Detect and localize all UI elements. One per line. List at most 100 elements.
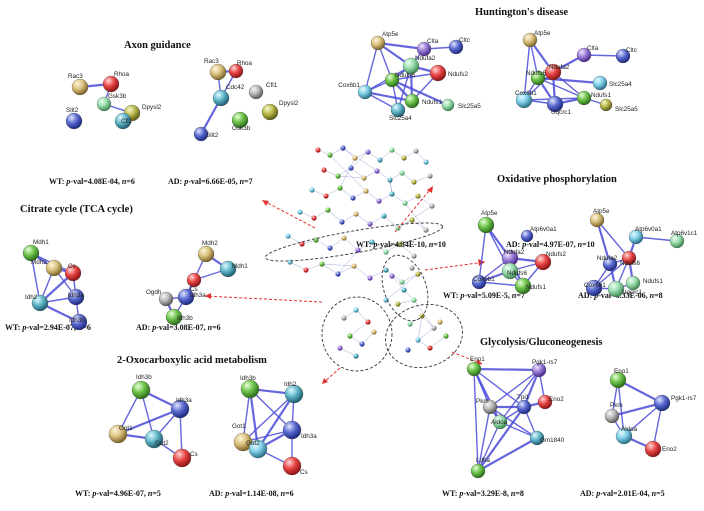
gene-node-cox6b1[interactable]: Cox6b1 [584,279,606,297]
gene-node-ndufs6[interactable]: Ndufs6 [384,72,415,88]
gene-node-rhoa[interactable]: Rhoa [102,71,130,93]
gene-node-eno2[interactable]: Eno2 [537,394,564,410]
gene-sphere-slc25a4[interactable] [390,102,406,118]
gene-sphere-gsk3b[interactable] [231,111,249,129]
gene-sphere-idh2[interactable] [284,384,304,404]
gene-sphere-cs[interactable] [186,272,202,288]
gene-sphere-ndufs6[interactable] [621,250,637,266]
gene-sphere-ndufa2[interactable] [602,256,618,272]
gene-sphere-slc25a5[interactable] [599,98,613,112]
gene-sphere-rhoa[interactable] [102,75,120,93]
gene-node-idh3a[interactable]: Idh3a [282,420,317,440]
gene-node-got2[interactable]: Got2 [144,429,169,449]
gene-sphere-cox6b1[interactable] [515,91,533,109]
gene-node-gm1840[interactable]: Gm1840 [529,430,565,446]
gene-sphere-pkm[interactable] [482,399,498,415]
gene-sphere-rac3[interactable] [209,63,227,81]
gene-sphere-gm1840[interactable] [529,430,545,446]
gene-node-gsk3b[interactable]: Gsk3b [231,111,251,132]
gene-sphere-ndufs2[interactable] [429,64,447,82]
gene-sphere-mdh1[interactable] [219,260,237,278]
gene-node-idh2[interactable]: Idh2 [25,294,49,312]
gene-sphere-ndufs1[interactable] [514,277,532,295]
gene-node-cox6b1[interactable]: Cox6b1 [338,82,373,100]
gene-sphere-eno1[interactable] [466,361,482,377]
gene-node-got1[interactable]: Got1 [232,423,253,452]
gene-node-ogdh[interactable]: Ogdh [146,289,174,307]
gene-node-atp5e[interactable]: Atp5e [589,208,610,228]
gene-node-ndufs2[interactable]: Ndufs2 [429,64,468,82]
gene-sphere-idh3a[interactable] [67,288,85,306]
gene-sphere-got2[interactable] [248,439,268,459]
gene-node-idh3a[interactable]: Idh3a [170,397,192,419]
gene-node-cltc[interactable]: Cltc [448,37,470,55]
gene-sphere-eno2[interactable] [644,440,662,458]
gene-sphere-atp5e[interactable] [370,35,386,51]
gene-node-ndufs1[interactable]: Ndufs1 [625,275,663,291]
gene-node-rac3[interactable]: Rac3 [204,58,227,81]
gene-node-dpysl2[interactable]: Dpysl2 [261,100,299,121]
gene-node-slit2[interactable]: Slit2 [193,126,219,142]
gene-sphere-ogdh[interactable] [158,291,174,307]
gene-node-slit2[interactable]: Slit2 [65,107,83,130]
gene-sphere-ndufs6[interactable] [501,262,519,280]
gene-sphere-cox6b1[interactable] [471,274,487,290]
gene-node-ndufs2[interactable]: Ndufs2 [534,251,566,271]
gene-sphere-cltc[interactable] [615,48,631,64]
gene-node-idh3a[interactable]: Idh3a [177,288,206,306]
gene-node-idh2[interactable]: Idh2 [284,381,304,404]
gene-node-slc25a5[interactable]: Slc25a5 [599,98,638,113]
gene-node-idh3b[interactable]: Idh3b [131,374,152,400]
gene-sphere-slc25a5[interactable] [441,98,455,112]
gene-node-pkm[interactable]: Pkm [604,402,623,424]
gene-node-ndufs1[interactable]: Ndufs1 [404,93,442,109]
gene-node-uqcrc1[interactable]: Uqcrc1 [546,95,571,116]
gene-node-atp6v1c1[interactable]: Atp6v1c1 [669,230,698,249]
gene-sphere-mdh1[interactable] [22,244,40,262]
gene-sphere-dpysl2[interactable] [261,103,279,121]
gene-node-ndufa2[interactable]: Ndufa2 [544,63,570,81]
gene-sphere-ndufa2[interactable] [544,63,562,81]
gene-sphere-ndufs1[interactable] [576,90,592,106]
gene-sphere-idh3b[interactable] [70,313,88,331]
gene-node-aldoa[interactable]: Aldoa [491,414,508,430]
gene-sphere-ndufs6[interactable] [530,70,546,86]
gene-node-gsk3b[interactable]: Gsk3b [96,93,127,112]
gene-node-atp5e[interactable]: Atp5e [522,30,551,48]
gene-node-eno1[interactable]: Eno1 [609,368,629,389]
gene-sphere-atp5e[interactable] [589,212,605,228]
gene-sphere-slc25a4[interactable] [592,75,608,91]
gene-node-cs[interactable]: Cs [282,456,308,476]
gene-sphere-rac3[interactable] [71,78,89,96]
gene-sphere-ndufa2[interactable] [402,57,420,75]
gene-sphere-atp6v0a1[interactable] [520,229,534,243]
gene-node-got2[interactable]: Got2 [246,439,268,459]
gene-node-slc25a4[interactable]: Slc25a4 [389,102,412,122]
gene-sphere-uqcrc1[interactable] [546,95,564,113]
gene-sphere-cfl1[interactable] [114,112,132,130]
gene-node-ldha[interactable]: Ldha [470,457,491,479]
gene-node-clta[interactable]: Clta [576,45,599,63]
gene-sphere-eno2[interactable] [537,394,553,410]
gene-node-got1[interactable]: Got1 [108,424,133,444]
gene-sphere-ndufs1[interactable] [625,275,641,291]
gene-sphere-rhoa[interactable] [228,63,244,79]
gene-node-idh3b[interactable]: Idh3b [69,313,88,331]
gene-node-ndufs1[interactable]: Ndufs1 [514,277,546,295]
gene-node-atp6v0a1[interactable]: Atp6v0a1 [628,226,662,245]
gene-sphere-atp5e[interactable] [522,32,538,48]
gene-sphere-atp6v0a1[interactable] [628,229,644,245]
gene-node-cs[interactable]: Cs [64,263,82,282]
gene-node-eno1[interactable]: Eno1 [466,356,485,377]
gene-sphere-cox6b1[interactable] [585,279,603,297]
gene-node-cltc[interactable]: Cltc [615,47,637,64]
gene-node-ndufs1[interactable]: Ndufs1 [576,90,611,106]
gene-sphere-atp6v1c1[interactable] [669,233,685,249]
gene-sphere-pgk1-rs7[interactable] [653,394,671,412]
gene-sphere-slit2[interactable] [193,126,209,142]
gene-node-idh3a[interactable]: Idh3a [67,288,85,306]
gene-node-cox6b1[interactable]: Cox6b1 [471,274,495,290]
gene-node-clta[interactable]: Clta [416,38,439,57]
gene-node-pkm[interactable]: Pkm [476,398,498,415]
gene-sphere-idh3b[interactable] [131,380,151,400]
